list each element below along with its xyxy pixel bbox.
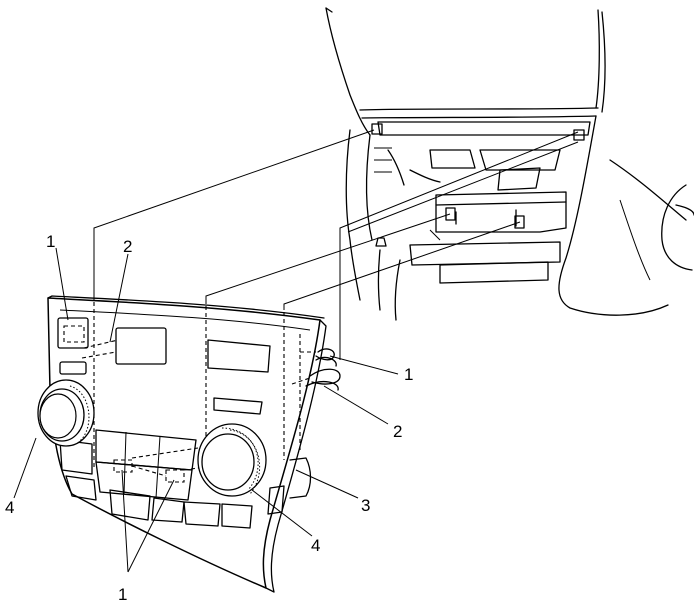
callout-1-upper-left: 1 xyxy=(46,232,55,251)
callout-2-right: 2 xyxy=(393,422,402,441)
hidden-clips xyxy=(63,302,316,483)
callout-3-right: 3 xyxy=(361,496,370,515)
callout-2-upper-left: 2 xyxy=(123,237,132,256)
control-panel xyxy=(47,295,341,593)
callout-1-right: 1 xyxy=(404,365,413,384)
callout-leaders xyxy=(13,247,399,573)
right-knob xyxy=(197,423,267,497)
callout-4-right: 4 xyxy=(311,536,320,555)
left-knob xyxy=(37,379,95,447)
callout-1-bottom: 1 xyxy=(118,585,127,604)
dashboard-opening xyxy=(325,7,694,321)
alignment-lines xyxy=(93,129,579,360)
callout-4-left: 4 xyxy=(5,498,14,517)
callout-labels: 1 2 4 1 1 2 3 4 xyxy=(5,232,413,604)
